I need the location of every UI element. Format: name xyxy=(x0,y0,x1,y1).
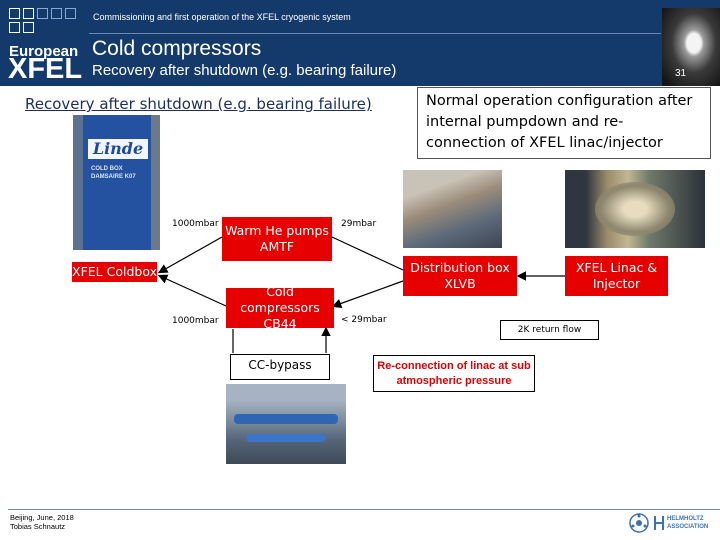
xfel-logo: European XFEL xyxy=(0,0,86,86)
header-bar xyxy=(0,0,720,86)
helmholtz-logo-icon xyxy=(654,516,664,530)
tunnel-core xyxy=(595,182,675,236)
arrow-dist-to-cc xyxy=(331,280,404,309)
linac-injector-box: XFEL Linac & Injector xyxy=(565,256,668,296)
logo-square-icon xyxy=(51,8,62,19)
footer-event: Beijing, June, 2018 xyxy=(10,513,74,522)
xfel-coldbox-box: XFEL Coldbox xyxy=(72,262,157,282)
footer-author: Tobias Schnautz xyxy=(10,522,66,531)
logo-square-icon xyxy=(23,22,34,33)
helmholtz-logo-text: HELMHOLTZ ASSOCIATION xyxy=(667,516,709,530)
logo-square-icon xyxy=(23,8,34,19)
logo-square-icon xyxy=(37,8,48,19)
footer-divider xyxy=(8,509,720,510)
slide-heading-left: Recovery after shutdown (e.g. bearing fa… xyxy=(25,95,372,113)
pressure-label: 1000mbar xyxy=(172,316,219,326)
logo-text-european: European xyxy=(9,43,79,60)
arrow-cc-to-coldbox xyxy=(157,274,227,307)
arrow-dist-to-warm xyxy=(331,236,404,271)
pressure-label: 29mbar xyxy=(341,219,377,229)
page-title: Cold compressors xyxy=(92,37,262,60)
return-flow-label: 2K return flow xyxy=(500,320,599,340)
slide-heading-right: Normal operation configuration after int… xyxy=(417,87,711,159)
coldbox-plate-text: COLD BOX DAMSAIRE K07 xyxy=(91,166,136,180)
header-photo xyxy=(662,8,720,86)
reconnection-note: Re-connection of linac at sub atmospheri… xyxy=(373,355,535,392)
linde-logo: Linde xyxy=(88,139,148,159)
page-subtitle: Recovery after shutdown (e.g. bearing fa… xyxy=(92,62,397,79)
warm-he-pumps-box: Warm He pumps AMTF xyxy=(222,217,332,261)
distribution-box-box: Distribution box XLVB xyxy=(403,256,517,296)
helmholtz-logo: HELMHOLTZ ASSOCIATION xyxy=(653,514,717,534)
partner-logo-icon xyxy=(629,513,649,533)
pipe-detail xyxy=(234,414,338,424)
pressure-label: < 29mbar xyxy=(341,315,387,325)
page-number: 31 xyxy=(675,68,687,79)
pressure-label: 1000mbar xyxy=(172,219,219,229)
header-divider xyxy=(89,33,661,34)
pipe-detail xyxy=(246,434,326,442)
logo-text-xfel: XFEL xyxy=(8,53,83,85)
footer-text: Beijing, June, 2018 Tobias Schnautz xyxy=(10,513,74,531)
cc-bypass-box: CC-bypass xyxy=(230,354,330,380)
linac-tunnel-photo xyxy=(565,170,705,248)
linde-coldbox-photo: Linde COLD BOX DAMSAIRE K07 xyxy=(73,115,160,250)
cold-compressors-box: Cold compressors CB44 xyxy=(226,284,334,331)
logo-square-icon xyxy=(9,22,20,33)
cold-compressor-photo xyxy=(226,384,346,464)
breadcrumb: Commissioning and first operation of the… xyxy=(93,12,351,22)
logo-square-icon xyxy=(65,8,76,19)
distribution-box-photo xyxy=(403,170,502,248)
arrow-warm-to-coldbox xyxy=(157,236,223,274)
logo-square-icon xyxy=(9,8,20,19)
